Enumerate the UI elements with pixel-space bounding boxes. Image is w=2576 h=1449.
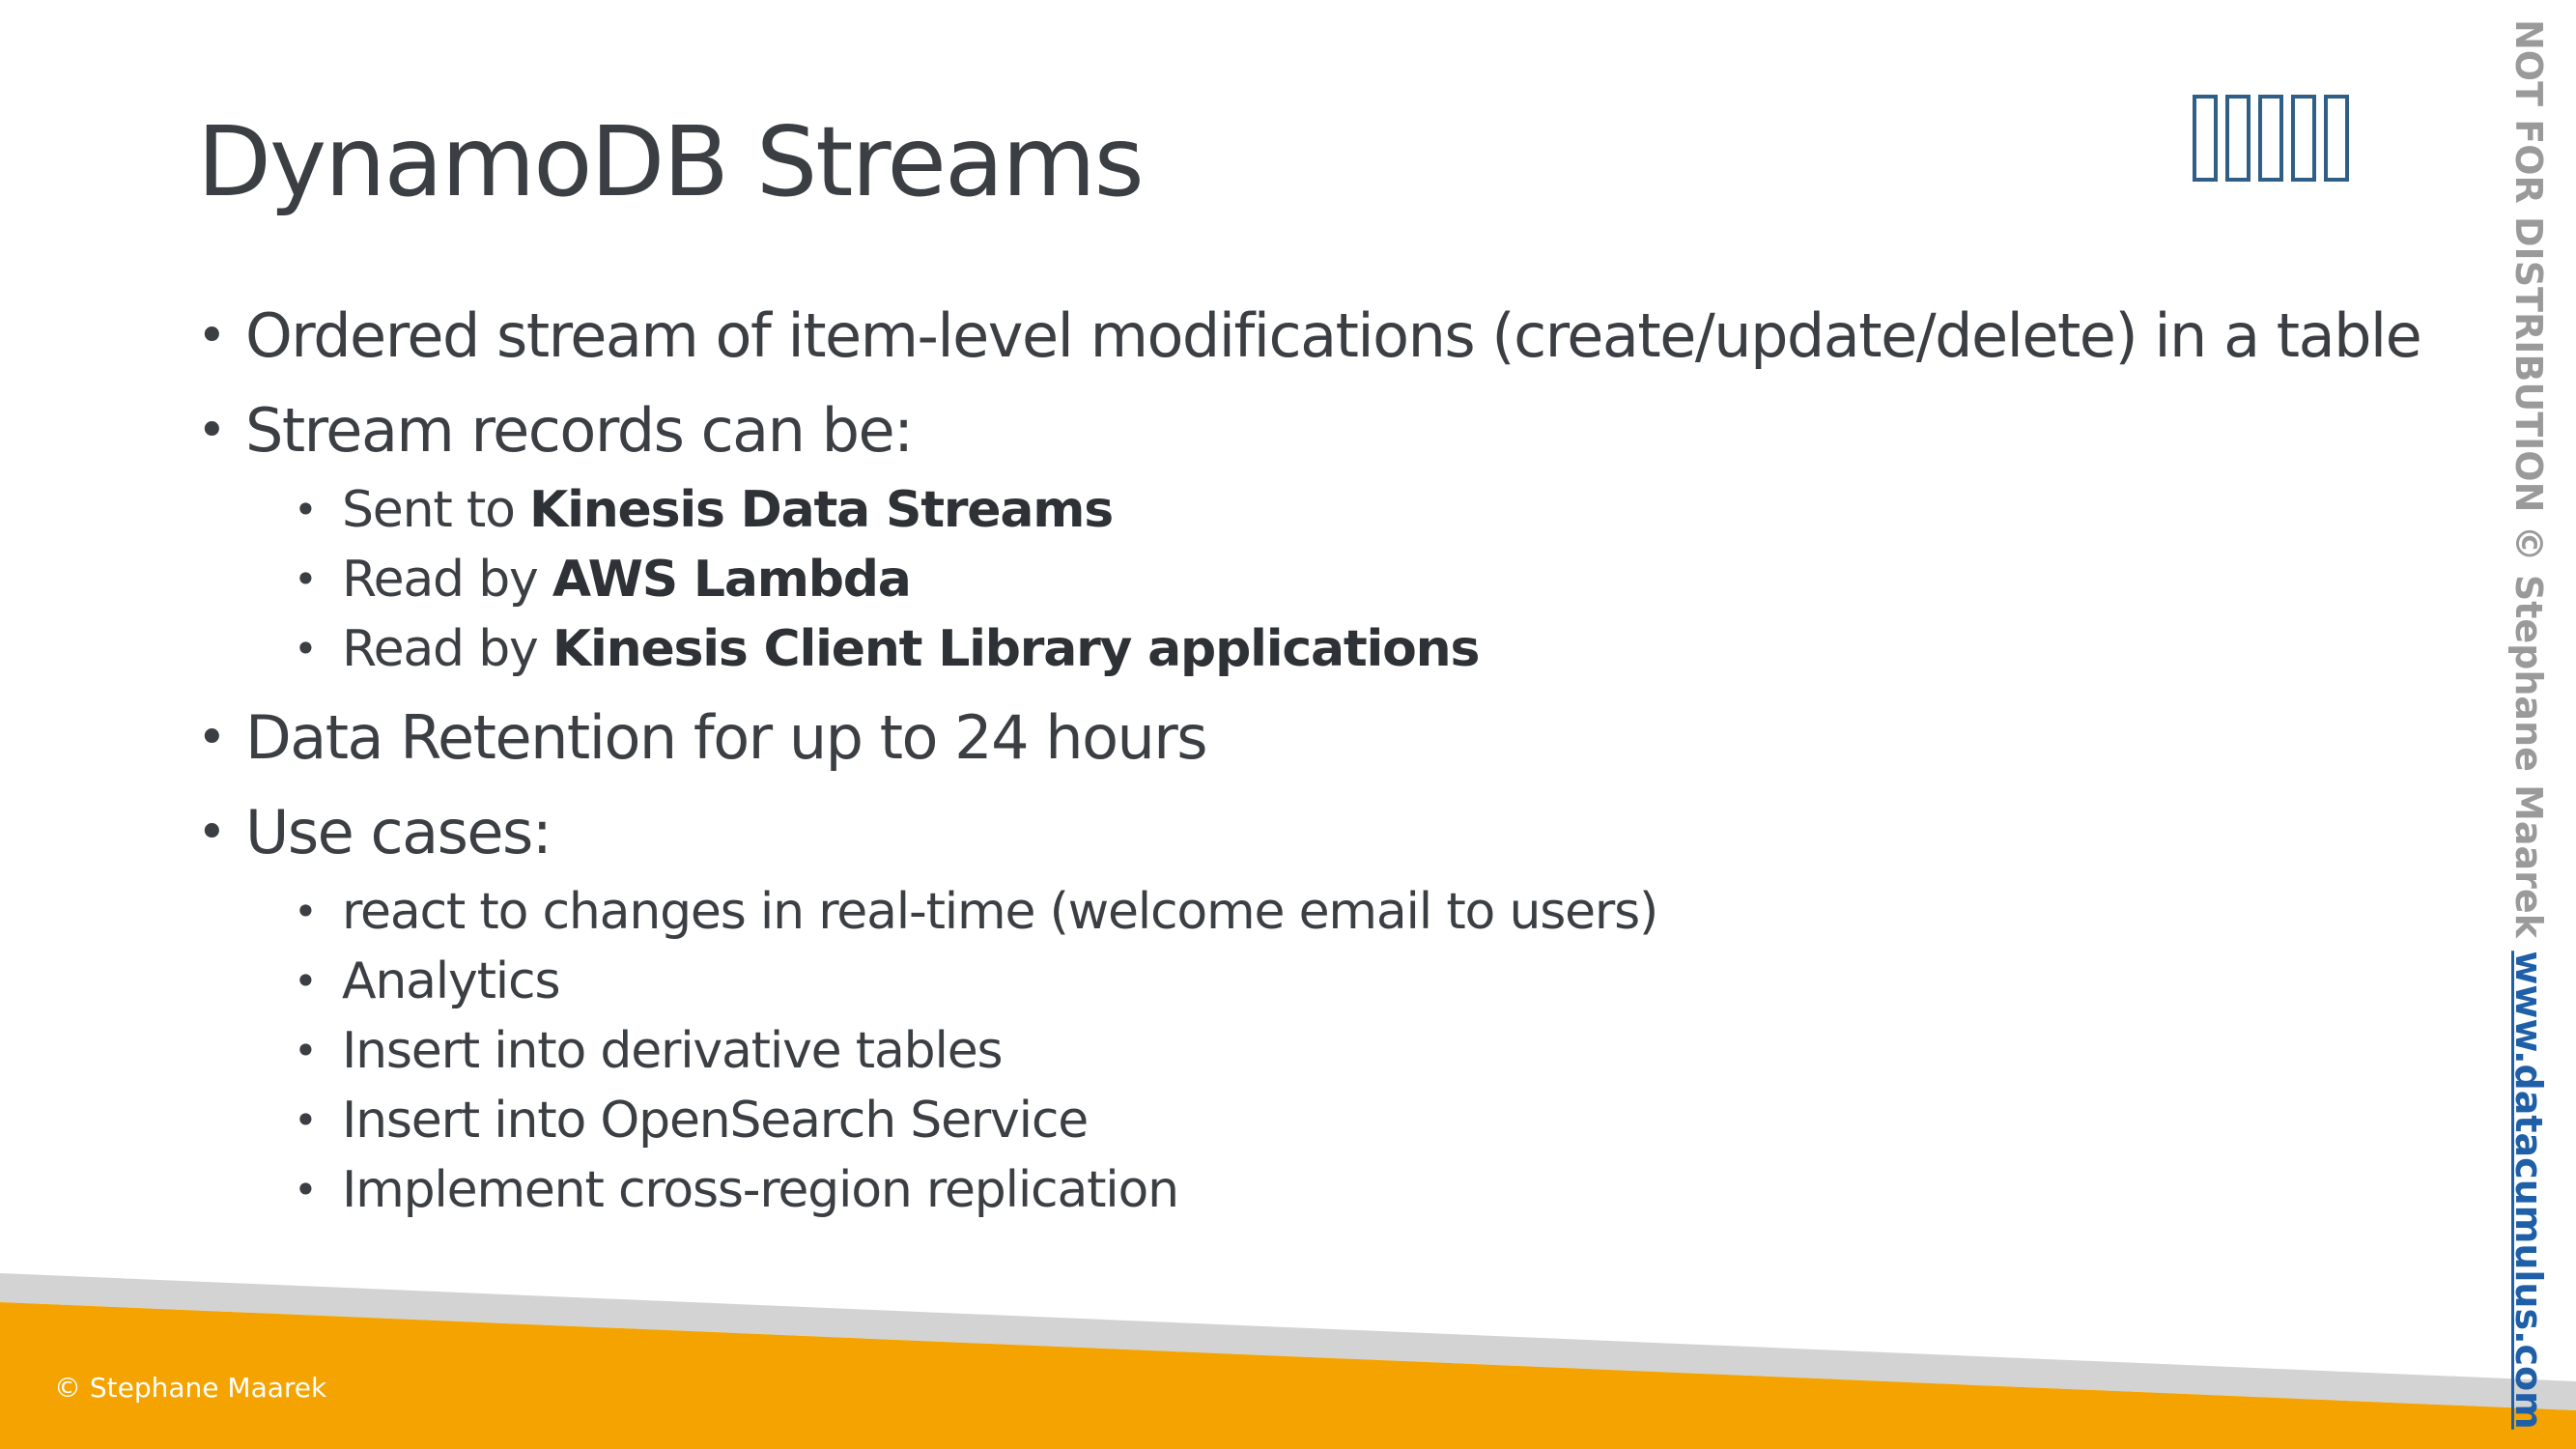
footer-copyright: © Stephane Maarek xyxy=(54,1372,327,1404)
side-watermark: NOT FOR DISTRIBUTION © Stephane Maarek w… xyxy=(2502,19,2556,1430)
missing-glyph-icon xyxy=(2324,95,2349,182)
item-prefix: Read by xyxy=(342,620,552,678)
missing-glyph-icon xyxy=(2291,95,2316,182)
item-prefix: Read by xyxy=(342,551,552,609)
use-cases-list: react to changes in real-time (welcome e… xyxy=(197,877,2419,1225)
watermark-text: NOT FOR DISTRIBUTION © Stephane Maarek w… xyxy=(2502,19,2556,1430)
list-item: Implement cross-region replication xyxy=(294,1155,2419,1225)
item-term: Kinesis Client Library applications xyxy=(552,620,1481,678)
list-item: Insert into OpenSearch Service xyxy=(294,1086,2419,1155)
item-term: AWS Lambda xyxy=(552,551,912,609)
footer-gray-stripe xyxy=(0,1273,2576,1410)
header-logo-glyphs xyxy=(2193,95,2349,182)
slide-title: DynamoDB Streams xyxy=(197,105,1145,218)
item-term: Kinesis Data Streams xyxy=(529,481,1114,539)
item-prefix: Sent to xyxy=(342,481,530,539)
list-item: Read by Kinesis Client Library applicati… xyxy=(294,614,2419,684)
missing-glyph-icon xyxy=(2225,95,2250,182)
bullet-ordered-stream: Ordered stream of item-level modificatio… xyxy=(197,299,2422,373)
list-item: Sent to Kinesis Data Streams xyxy=(294,475,2419,545)
bullet-use-cases: Use cases: xyxy=(197,796,2419,869)
bullet-data-retention: Data Retention for up to 24 hours xyxy=(197,701,2419,775)
list-item: Read by AWS Lambda xyxy=(294,545,2419,614)
slide-body: Ordered stream of item-level modificatio… xyxy=(197,299,2422,1242)
stream-targets-list: Sent to Kinesis Data Streams Read by AWS… xyxy=(197,475,2419,684)
list-item: Analytics xyxy=(294,947,2419,1016)
list-item: Insert into derivative tables xyxy=(294,1016,2419,1086)
missing-glyph-icon xyxy=(2258,95,2283,182)
watermark-notice: NOT FOR DISTRIBUTION © Stephane Maarek xyxy=(2507,19,2550,952)
watermark-link[interactable]: www.datacumulus.com xyxy=(2507,951,2550,1430)
list-item: react to changes in real-time (welcome e… xyxy=(294,877,2419,947)
footer-band xyxy=(0,1273,2576,1449)
missing-glyph-icon xyxy=(2193,95,2218,182)
bullet-stream-records: Stream records can be: xyxy=(197,394,2419,468)
footer-orange-band xyxy=(0,1302,2576,1449)
